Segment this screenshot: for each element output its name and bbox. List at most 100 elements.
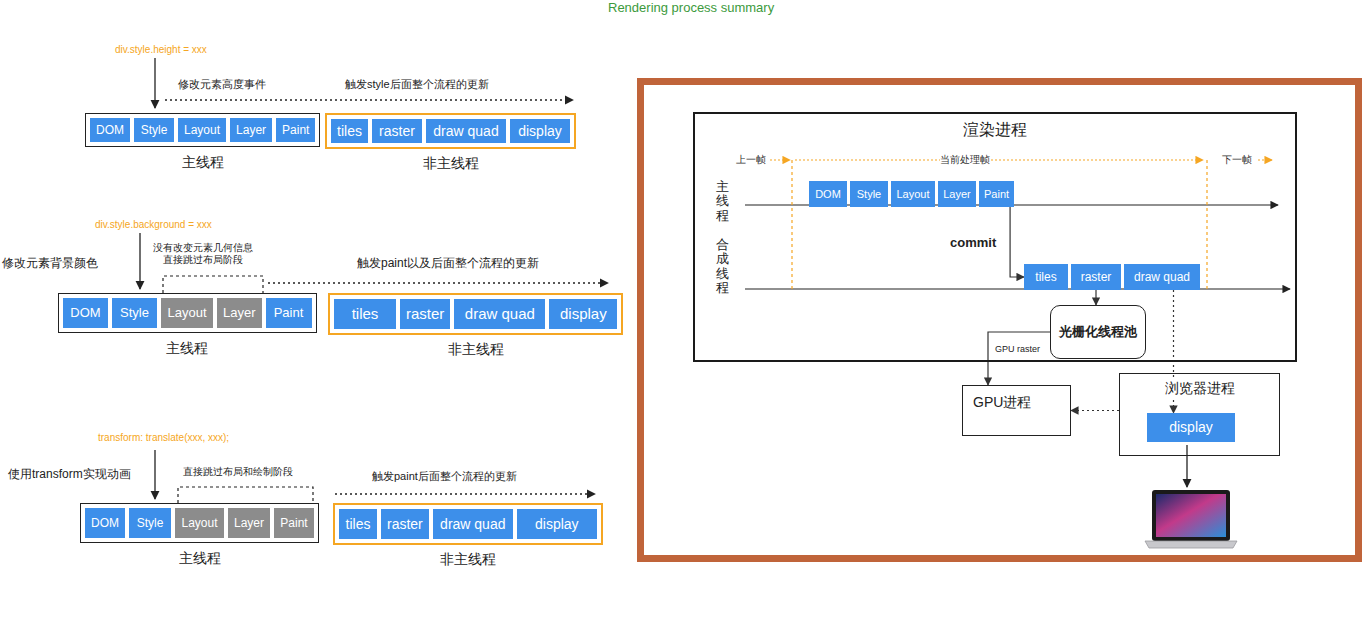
stage-box: tiles: [339, 509, 377, 539]
connector-label: commit: [948, 235, 998, 250]
skipped-stage-box: Layout: [161, 298, 213, 328]
stage-box: display: [549, 299, 617, 329]
connector-label: GPU raster: [993, 344, 1042, 354]
stage-box: DOM: [809, 181, 847, 207]
frame-arrow: [770, 159, 790, 160]
node-text: Paint: [280, 508, 308, 538]
node-text: Style: [855, 181, 883, 207]
stage-box: tiles: [1024, 264, 1068, 290]
node-text: raster: [1076, 264, 1116, 290]
node-text: Paint: [282, 118, 309, 142]
node-text: Layout: [167, 298, 207, 328]
node-text: DOM: [814, 181, 842, 207]
stage-box: draw quad: [433, 509, 513, 539]
annotation: 上一帧: [736, 154, 766, 166]
node-text: DOM: [96, 118, 124, 142]
frame-arrow: [795, 159, 1203, 160]
update-arrow: [335, 493, 595, 494]
thread-box: 主线程DOMStyleLayoutLayerPaint: [80, 503, 319, 543]
thread-pool-box: 光栅化线程池: [1050, 305, 1146, 359]
stage-box: raster: [372, 119, 422, 143]
stage-box: Paint: [266, 298, 312, 328]
node-text: 非主线程: [305, 551, 631, 569]
annotation: 主线程: [716, 180, 729, 223]
stage-box: Style: [129, 508, 171, 538]
annotation: 修改元素高度事件: [178, 78, 266, 91]
annotation: 触发paint以及后面整个流程的更新: [357, 256, 539, 270]
stage-box: display: [510, 119, 570, 143]
annotation: 触发style后面整个流程的更新: [345, 78, 489, 91]
node-text: raster: [378, 119, 416, 143]
node-text: raster: [387, 509, 423, 539]
node-text: tiles: [1029, 264, 1063, 290]
stage-box: tiles: [331, 119, 368, 143]
skip-bracket: [163, 276, 263, 293]
stage-box: Style: [112, 298, 157, 328]
process-box: GPU进程: [962, 385, 1071, 436]
node-text: 光栅化线程池: [1059, 323, 1137, 341]
node-text: Style: [140, 118, 168, 142]
node-text: DOM: [69, 298, 102, 328]
node-text: Style: [118, 298, 151, 328]
node-text: 主线程: [29, 340, 346, 358]
event-arrow: [154, 450, 155, 499]
node-text: Layer: [223, 298, 256, 328]
panel-frame: [641, 82, 1359, 559]
stage-box: Layer: [230, 118, 272, 142]
stage-box: raster: [381, 509, 429, 539]
annotation: 当前处理帧: [940, 154, 990, 166]
laptop-base: [1145, 541, 1237, 548]
node-text: draw quad: [432, 119, 500, 143]
stage-box: Layout: [178, 118, 226, 142]
stage-box: draw quad: [454, 299, 545, 329]
page-title: Rendering process summary: [608, 0, 774, 16]
thread-box: 非主线程tilesrasterdraw quaddisplay: [325, 113, 576, 149]
stage-box: Layer: [938, 181, 976, 207]
frame-boundary: [1206, 160, 1207, 290]
stage-box: Style: [850, 181, 888, 207]
stage-box: raster: [1071, 264, 1121, 290]
annotation: div.style.background = xxx: [95, 219, 212, 231]
connector: [1095, 290, 1096, 305]
thread-box: 主线程DOMStyleLayoutLayerPaint: [85, 113, 320, 147]
node-text: 渲染进程: [960, 120, 1030, 141]
node-text: Layer: [943, 181, 971, 207]
thread-box: 主线程DOMStyleLayoutLayerPaint: [58, 293, 317, 333]
thread-box: 非主线程tilesrasterdraw quaddisplay: [333, 503, 603, 545]
stage-box: DOM: [85, 508, 125, 538]
node-text: Layer: [236, 118, 266, 142]
stage-box: Paint: [276, 118, 315, 142]
stage-box: DOM: [63, 298, 108, 328]
connector: [988, 332, 1050, 385]
node-text: 非主线程: [300, 341, 651, 359]
stage-box: display: [1147, 413, 1235, 442]
timeline-line: [745, 288, 1290, 289]
node-text: 主线程: [51, 550, 348, 568]
connector: [1010, 207, 1024, 277]
node-text: display: [523, 509, 591, 539]
stage-box: tiles: [334, 299, 396, 329]
node-text: display: [516, 119, 564, 143]
stage-box: display: [517, 509, 597, 539]
stage-box: draw quad: [1124, 264, 1200, 290]
skipped-stage-box: Layout: [175, 508, 224, 538]
stage-box: Style: [134, 118, 174, 142]
node-text: 非主线程: [297, 155, 604, 173]
node-text: draw quad: [460, 299, 539, 329]
annotation: transform: translate(xxx, xxx);: [98, 432, 229, 444]
node-text: display: [1153, 413, 1229, 442]
node-text: raster: [406, 299, 444, 329]
annotation: 下一帧: [1222, 154, 1252, 166]
node-text: Style: [135, 508, 165, 538]
laptop-display: [1156, 494, 1226, 537]
node-text: Paint: [272, 298, 306, 328]
node-text: display: [555, 299, 611, 329]
node-text: tiles: [340, 299, 390, 329]
node-text: 主线程: [56, 154, 349, 172]
node-text: Layout: [181, 508, 218, 538]
connector: [1071, 410, 1119, 411]
skipped-stage-box: Paint: [274, 508, 314, 538]
event-arrow: [139, 233, 140, 289]
node-text: Layer: [234, 508, 264, 538]
